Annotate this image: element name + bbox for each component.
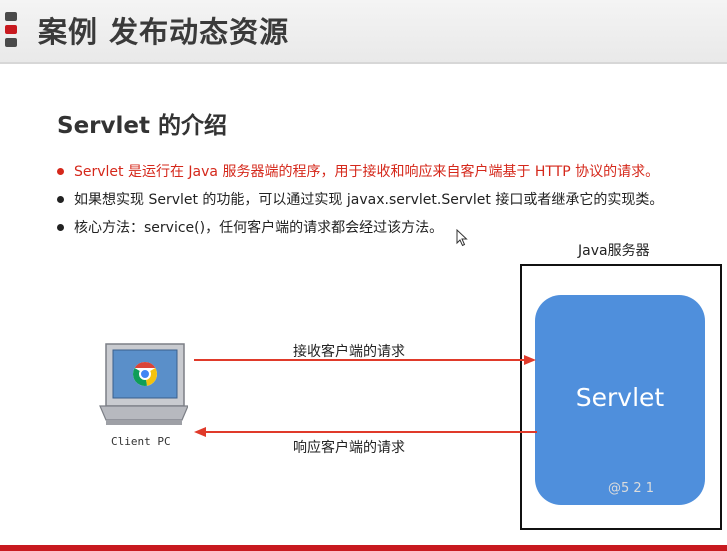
header-marker-top bbox=[5, 12, 17, 21]
bullet-text: 核心方法：service()，任何客户端的请求都会经过该方法。 bbox=[74, 220, 444, 236]
server-label: Java服务器 bbox=[578, 243, 650, 259]
client-pc-icon bbox=[99, 343, 188, 425]
slide-title: 案例 发布动态资源 bbox=[38, 15, 290, 49]
client-pc-label: Client PC bbox=[111, 435, 171, 448]
header-divider bbox=[0, 62, 727, 64]
bullet-list: Servlet 是运行在 Java 服务器端的程序，用于接收和响应来自客户端基于… bbox=[57, 160, 663, 244]
bullet-dot-icon bbox=[57, 196, 64, 203]
mouse-cursor-icon bbox=[456, 229, 468, 247]
servlet-label: Servlet bbox=[575, 383, 665, 412]
bullet-item-3: 核心方法：service()，任何客户端的请求都会经过该方法。 bbox=[57, 216, 663, 244]
bullet-text: Servlet 是运行在 Java 服务器端的程序，用于接收和响应来自客户端基于… bbox=[74, 164, 660, 180]
servlet-block bbox=[535, 295, 705, 505]
watermark: @5 2 1 bbox=[608, 481, 655, 496]
response-arrow bbox=[194, 427, 537, 437]
bullet-dot-icon bbox=[57, 224, 64, 231]
request-arrow bbox=[194, 355, 536, 365]
bullet-dot-icon bbox=[57, 168, 64, 175]
bullet-item-2: 如果想实现 Servlet 的功能，可以通过实现 javax.servlet.S… bbox=[57, 188, 663, 216]
response-label: 响应客户端的请求 bbox=[293, 440, 405, 456]
slide-header bbox=[0, 0, 727, 62]
bullet-item-1: Servlet 是运行在 Java 服务器端的程序，用于接收和响应来自客户端基于… bbox=[57, 160, 663, 188]
bullet-text: 如果想实现 Servlet 的功能，可以通过实现 javax.servlet.S… bbox=[74, 192, 664, 208]
footer-bar bbox=[0, 545, 727, 551]
header-marker-bottom bbox=[5, 38, 17, 47]
section-title: Servlet 的介绍 bbox=[57, 113, 227, 139]
header-marker-middle bbox=[5, 25, 17, 34]
request-label: 接收客户端的请求 bbox=[293, 344, 405, 360]
